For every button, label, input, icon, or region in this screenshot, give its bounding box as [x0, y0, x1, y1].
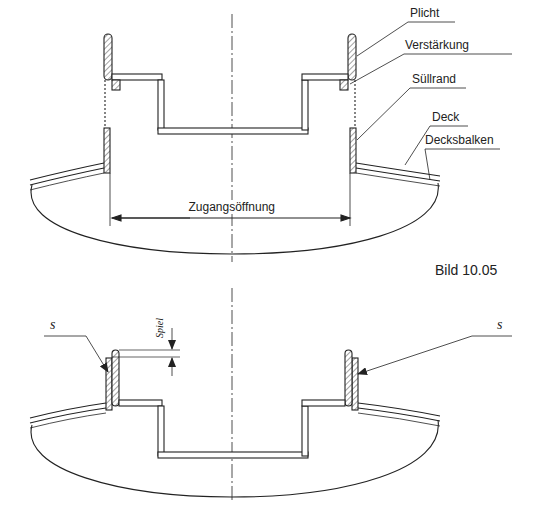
- figure-number: Bild 10.05: [435, 262, 497, 278]
- part-label: Verstärkung: [405, 38, 469, 52]
- part-label: Plicht: [410, 6, 439, 20]
- part-label: Decksbalken: [425, 133, 494, 147]
- weld-symbol: s: [497, 318, 502, 332]
- dimension-label: Zugangsöffnung: [187, 200, 278, 214]
- weld-symbol: s: [50, 318, 55, 332]
- part-label: Süllrand: [412, 72, 456, 86]
- clearance-label: Spiel: [153, 318, 167, 338]
- part-label: Deck: [432, 110, 459, 124]
